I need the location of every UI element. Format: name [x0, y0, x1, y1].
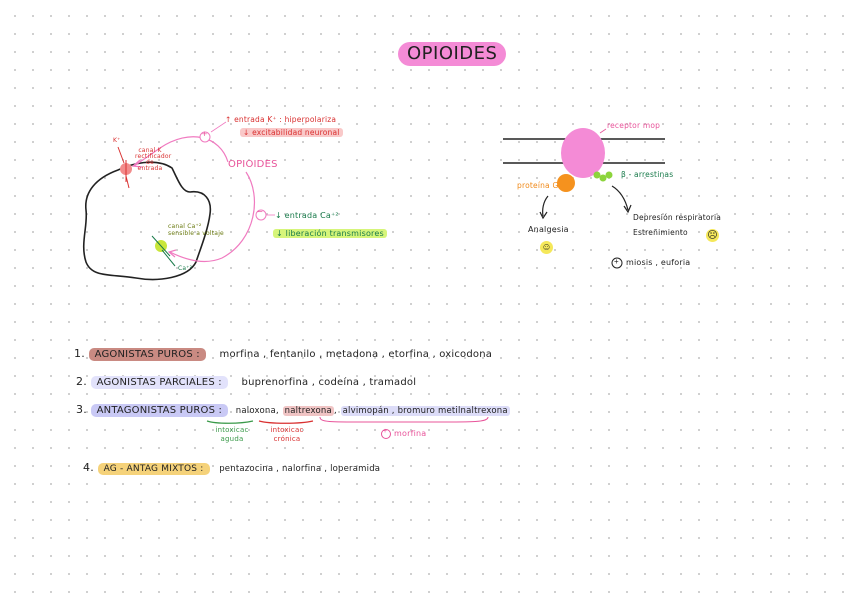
k-effect-1: ↑ entrada K⁺ : hiperpolariza	[225, 115, 336, 124]
arrow-to-ca	[170, 172, 254, 261]
class-label: AGONISTAS PUROS :	[89, 348, 206, 361]
happy-face-icon: ☺	[540, 241, 553, 254]
sep: ,	[334, 406, 337, 416]
class-num: 3.	[76, 403, 87, 416]
drug-naltrexona: naltrexona	[283, 406, 334, 416]
drug-alvimopan: alvimopán , bromuro metilnaltrexona	[341, 406, 510, 416]
class-drugs: buprenorfina , codeína , tramadol	[242, 377, 417, 388]
sad-face-icon: ☹	[706, 229, 719, 242]
protein-g	[557, 174, 575, 192]
ca-ion-label: Ca⁺²	[178, 265, 192, 272]
proteina-label: proteína G	[517, 181, 558, 190]
plus-sign-receptor: +	[614, 257, 619, 266]
ca-channel-label: canal Ca⁺² sensible a voltaje	[168, 223, 226, 237]
class-num: 4.	[83, 461, 94, 474]
receptor-mop	[561, 128, 605, 178]
minus-sign: −	[257, 207, 263, 218]
note-intox-aguda: intoxicac aguda	[212, 426, 252, 444]
class-drugs: pentazocina , nalorfina , loperamida	[219, 464, 380, 474]
class-num: 1.	[74, 347, 85, 360]
class-num: 2.	[76, 375, 87, 388]
adverse-effect-2: Estreñimiento	[633, 228, 688, 237]
opioides-label: OPIOIDES	[228, 159, 278, 170]
drug-naloxona: naloxona	[236, 406, 276, 416]
class-row-4: 4. AG - ANTAG MIXTOS : pentazocina , nal…	[83, 461, 380, 474]
ca-effect-2: ↓ liberación transmisores	[273, 229, 387, 238]
class-label: ANTAGONISTAS PUROS :	[91, 404, 228, 417]
extra-effects: miosis , euforia	[626, 258, 690, 267]
k-effect-2: ↓ excitabilidad neuronal	[240, 128, 343, 137]
note-morfina: morfina	[394, 429, 426, 438]
class-row-2: 2. AGONISTAS PARCIALES : buprenorfina , …	[76, 375, 416, 388]
analgesia-label: Analgesia	[528, 225, 569, 234]
receptor-label: receptor mop	[607, 121, 660, 130]
k-channel-label: canal K rectificador de entrada	[135, 148, 165, 172]
note-intox-cronica: intoxicac crónica	[266, 426, 308, 444]
note-plus-sign: +	[383, 428, 387, 435]
class-label: AG - ANTAG MIXTOS :	[98, 463, 210, 475]
class-row-3: 3. ANTAGONISTAS PUROS : naloxona, naltre…	[76, 403, 510, 416]
k-ion-label: K⁺	[113, 137, 121, 144]
class-row-1: 1. AGONISTAS PUROS : morfina , fentanilo…	[74, 347, 492, 360]
plus-sign: +	[202, 129, 207, 139]
adverse-effect-1: Depresión respiratoria	[633, 213, 721, 222]
class-label: AGONISTAS PARCIALES :	[91, 376, 228, 389]
cell-membrane	[84, 162, 211, 279]
ca-effect-1: ↓ entrada Ca⁺²	[275, 211, 339, 220]
arrestina-label: β - arrestinas	[621, 170, 673, 179]
sep: ,	[276, 406, 279, 416]
class-drugs: morfina , fentanilo , metadona , etorfin…	[220, 349, 493, 360]
